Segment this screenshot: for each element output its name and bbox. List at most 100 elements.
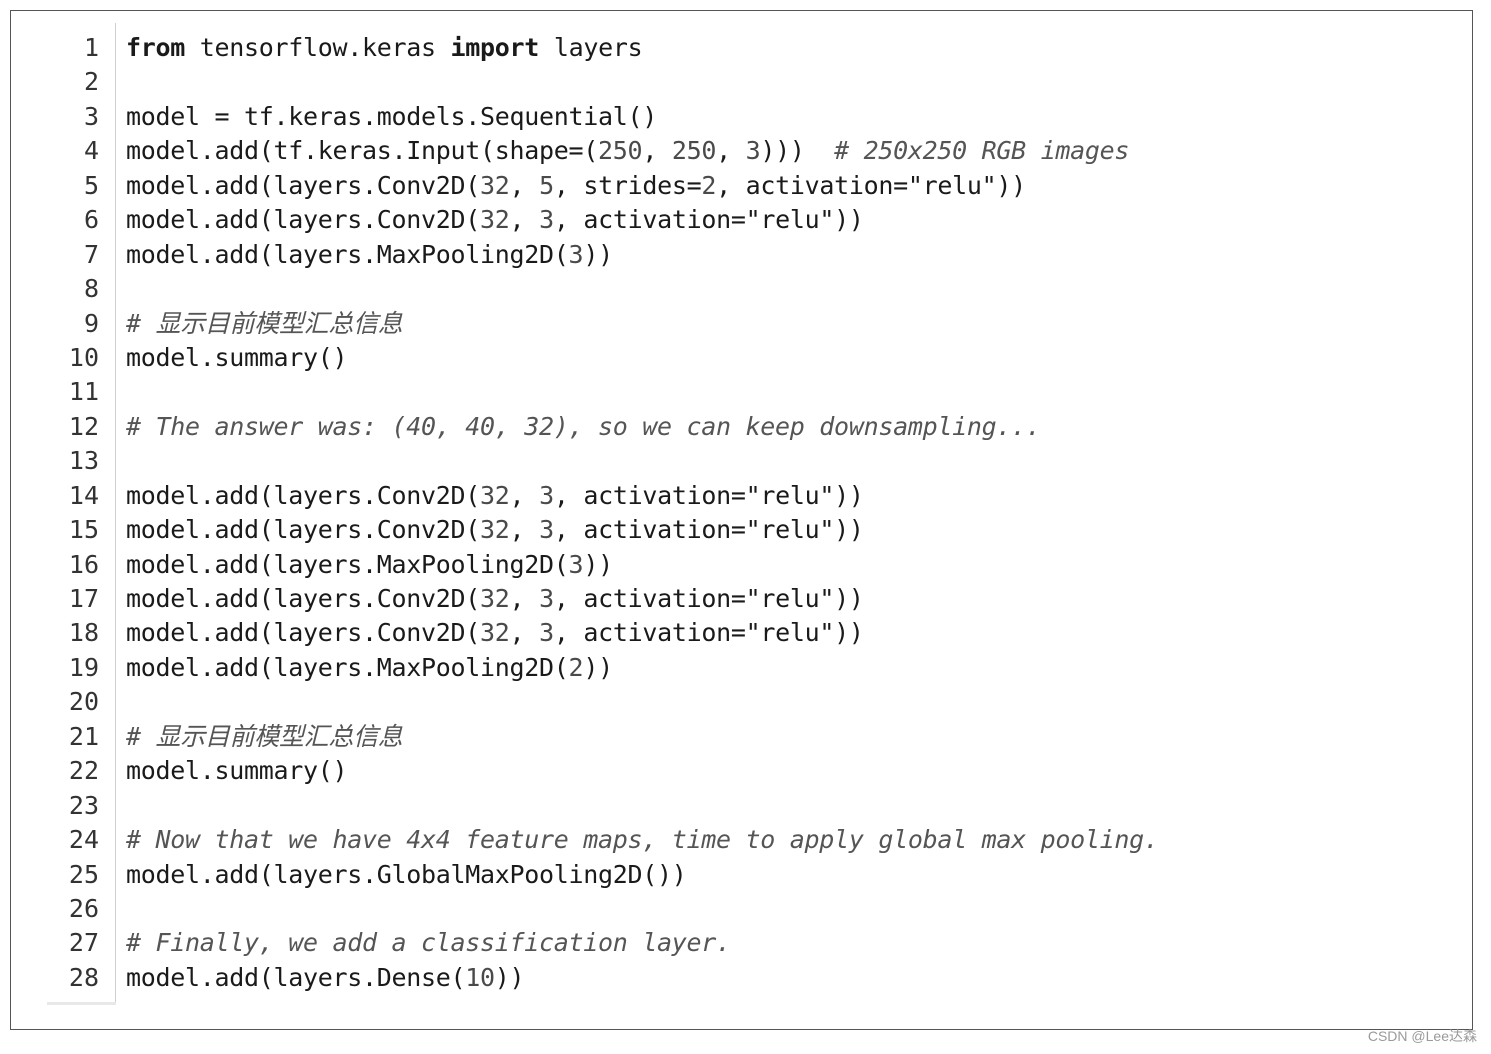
line-number: 23	[68, 790, 99, 820]
number-token: 3	[539, 515, 554, 545]
code-token: ,	[642, 136, 672, 166]
code-token: , activation=	[553, 205, 746, 235]
number-token: 3	[539, 618, 554, 648]
code-text: model.add(layers.Conv2D(32, 5, strides=2…	[126, 169, 1026, 203]
line-number: 25	[68, 859, 99, 889]
code-token: model.add(layers.MaxPooling2D(	[126, 549, 569, 579]
code-token: , activation=	[553, 515, 746, 545]
code-token: )))	[760, 136, 835, 166]
code-token: ))	[834, 205, 864, 235]
line-number: 12	[68, 411, 99, 441]
line-number: 24	[68, 825, 99, 855]
line-number: 7	[83, 239, 99, 269]
comment-token: # Now that we have 4x4 feature maps, tim…	[126, 825, 1159, 855]
code-text: # The answer was: (40, 40, 32), so we ca…	[126, 410, 1041, 444]
string-token: "relu"	[745, 515, 835, 545]
code-token: ,	[509, 170, 540, 200]
code-text: # Now that we have 4x4 feature maps, tim…	[126, 823, 1159, 857]
number-token: 3	[745, 136, 761, 166]
number-token: 10	[465, 962, 495, 992]
code-token: model.add(layers.MaxPooling2D(	[126, 239, 569, 269]
code-text: model.summary()	[126, 754, 348, 788]
code-token: model.add(layers.Conv2D(	[126, 618, 481, 648]
number-token: 3	[539, 205, 554, 235]
string-token: "relu"	[745, 205, 835, 235]
number-token: 32	[480, 205, 510, 235]
code-text: # Finally, we add a classification layer…	[126, 926, 731, 960]
code-token: tensorflow.keras	[185, 33, 451, 62]
code-text: model.add(layers.MaxPooling2D(2))	[126, 651, 613, 685]
watermark: CSDN @Lee达森	[1367, 1028, 1477, 1044]
code-token: ))	[834, 618, 864, 648]
code-token: ))	[494, 962, 525, 992]
code-token: model.summary()	[126, 342, 348, 372]
line-number: 18	[68, 618, 99, 648]
keyword-token: import	[450, 33, 540, 62]
code-token: , activation=	[553, 584, 746, 613]
code-token: layers	[539, 33, 643, 62]
number-token: 250	[598, 136, 643, 166]
code-token: model.add(layers.Conv2D(	[126, 480, 481, 510]
code-token: , activation=	[553, 480, 746, 510]
code-token: model.add(layers.GlobalMaxPooling2D())	[126, 859, 687, 889]
number-token: 2	[568, 652, 584, 682]
line-number: 13	[68, 446, 99, 476]
number-token: 32	[480, 170, 510, 200]
comment-token: # 显示目前模型汇总信息	[126, 721, 403, 751]
code-token: model.add(layers.Conv2D(	[126, 170, 481, 200]
string-token: "relu"	[745, 480, 835, 510]
code-token: model.summary()	[126, 756, 348, 786]
number-token: 3	[568, 239, 584, 269]
string-token: "relu"	[907, 170, 997, 200]
code-token: ,	[509, 480, 540, 510]
code-token: ))	[996, 170, 1026, 200]
string-token: "relu"	[745, 584, 835, 613]
code-token: ,	[509, 205, 540, 235]
comment-token: # Finally, we add a classification layer…	[126, 928, 731, 958]
code-token: , activation=	[716, 170, 908, 200]
code-text: from tensorflow.keras import layers	[126, 31, 643, 65]
line-number: 26	[68, 893, 99, 923]
number-token: 32	[480, 618, 510, 648]
comment-token: # 250x250 RGB images	[834, 136, 1130, 166]
code-token: ,	[509, 618, 540, 648]
line-number-gutter-separator	[115, 23, 116, 1005]
line-number: 6	[83, 205, 99, 235]
code-token: model.add(layers.Conv2D(	[126, 515, 481, 545]
code-token: model.add(layers.Conv2D(	[126, 584, 481, 613]
code-text: model.add(layers.Conv2D(32, 3, activatio…	[126, 479, 864, 513]
line-number: 27	[68, 928, 99, 958]
code-text: model.add(layers.MaxPooling2D(3))	[126, 238, 613, 272]
line-number: 9	[83, 308, 99, 338]
gutter-end-marker	[47, 1002, 116, 1005]
number-token: 3	[539, 584, 554, 613]
line-number: 22	[68, 756, 99, 786]
comment-token: # The answer was: (40, 40, 32), so we ca…	[126, 411, 1041, 441]
keyword-token: from	[126, 33, 186, 62]
number-token: 3	[539, 480, 554, 510]
comment-token: # 显示目前模型汇总信息	[126, 308, 403, 338]
code-token: ))	[583, 652, 613, 682]
line-number: 19	[68, 652, 99, 682]
code-token: ,	[509, 584, 540, 613]
code-text: model.summary()	[126, 341, 348, 375]
code-text: # 显示目前模型汇总信息	[126, 720, 403, 754]
number-token: 3	[568, 549, 584, 579]
code-token: model.add(layers.Dense(	[126, 962, 466, 992]
code-text: model.add(layers.Conv2D(32, 3, activatio…	[126, 616, 864, 650]
code-text: # 显示目前模型汇总信息	[126, 307, 403, 341]
number-token: 5	[539, 170, 554, 200]
line-number: 2	[83, 67, 99, 97]
number-token: 32	[480, 480, 510, 510]
code-text: model.add(layers.Conv2D(32, 3, activatio…	[126, 203, 864, 237]
code-token: ))	[834, 584, 864, 613]
code-text: model.add(tf.keras.Input(shape=(250, 250…	[126, 134, 1129, 168]
line-number: 21	[68, 721, 99, 751]
code-text: model = tf.keras.models.Sequential()	[126, 100, 657, 134]
code-token: model.add(layers.MaxPooling2D(	[126, 652, 569, 682]
line-number: 28	[68, 962, 99, 992]
code-token: model = tf.keras.models.Sequential()	[126, 101, 658, 131]
number-token: 32	[480, 515, 510, 545]
code-text: model.add(layers.GlobalMaxPooling2D())	[126, 858, 687, 892]
